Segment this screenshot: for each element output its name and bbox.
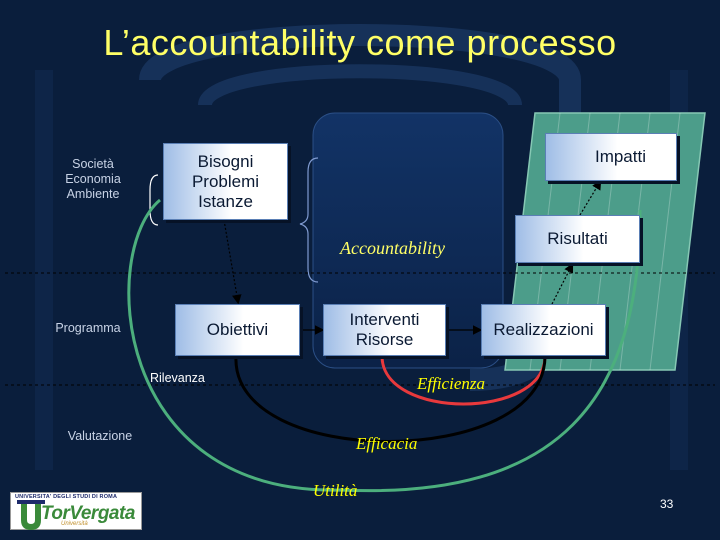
label-utilita: Utilità — [313, 481, 358, 500]
logo-subtitle: Università — [61, 521, 88, 527]
box-interventi: Interventi Risorse — [323, 304, 446, 356]
society-bracket — [149, 174, 159, 226]
label-efficienza: Efficienza — [417, 374, 485, 393]
arrow-risultati-impatti — [579, 179, 602, 216]
efficienza-arc — [380, 355, 547, 406]
label-accountability: Accountability — [340, 238, 445, 258]
box-realizzazioni: Realizzazioni — [481, 304, 606, 356]
box-impatti: Impatti — [545, 133, 677, 181]
row-label-society: Società Economia Ambiente — [65, 157, 121, 201]
label-rilevanza: Rilevanza — [150, 371, 205, 385]
efficacia-arc — [234, 355, 547, 443]
logo-university-line: UNIVERSITA' DEGLI STUDI DI ROMA — [15, 494, 118, 500]
row-label-programme: Programma — [55, 321, 121, 335]
utilita-arc — [127, 198, 642, 493]
accountability-brace — [299, 157, 319, 283]
box-obiettivi: Obiettivi — [175, 304, 300, 356]
label-efficacia: Efficacia — [356, 434, 418, 453]
logo-name: TorVergata — [41, 503, 135, 524]
slide-title: L’accountability come processo — [103, 22, 617, 63]
row-label-evaluation: Valutazione — [67, 429, 133, 443]
box-bisogni: Bisogni Problemi Istanze — [163, 143, 288, 220]
arrow-bisogni-obiettivi — [223, 219, 242, 305]
university-logo: UNIVERSITA' DEGLI STUDI DI ROMA TorVerga… — [10, 492, 142, 530]
logo-emblem-icon — [17, 500, 45, 530]
box-risultati: Risultati — [515, 215, 640, 263]
page-number: 33 — [660, 497, 674, 511]
arrow-realizzazioni-risultati — [551, 262, 574, 305]
